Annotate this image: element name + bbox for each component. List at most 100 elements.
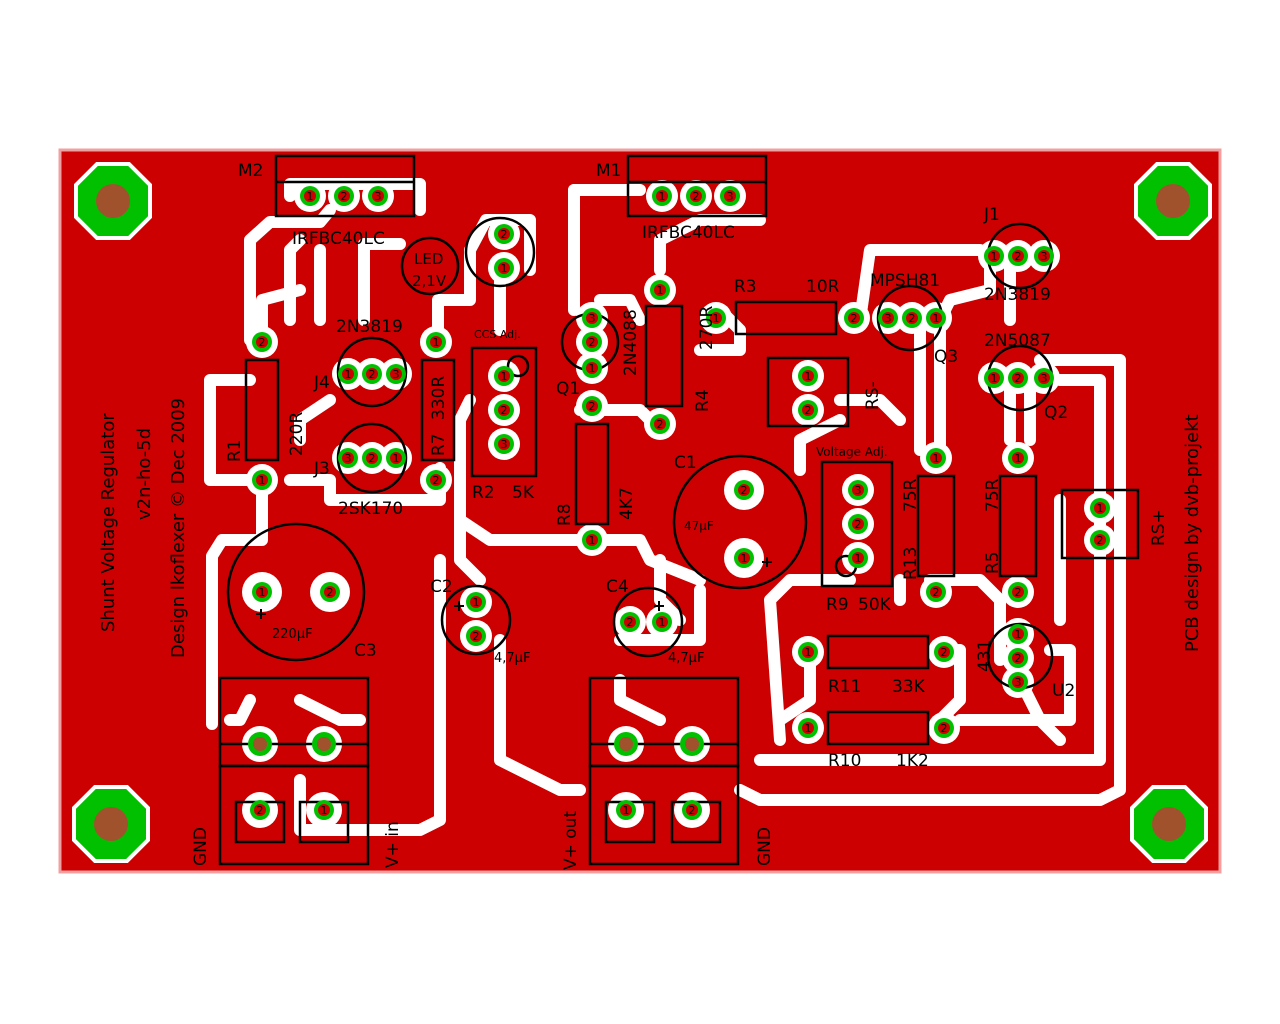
label-r13: R13 bbox=[901, 547, 921, 580]
pad-hole bbox=[802, 404, 814, 416]
label-ccs-adj: CCS Adj. bbox=[474, 328, 521, 341]
terminal-hole bbox=[317, 737, 331, 751]
label-q1: Q1 bbox=[556, 379, 580, 399]
label-j3: J3 bbox=[313, 459, 330, 479]
pad-hole bbox=[1012, 250, 1024, 262]
pad-number: 2 bbox=[689, 804, 696, 817]
pad-hole bbox=[852, 484, 864, 496]
label-j3-part: 2SK170 bbox=[338, 499, 403, 519]
pad-number: 2 bbox=[933, 586, 940, 599]
pad-number: 1 bbox=[1015, 628, 1022, 641]
label-r5: R5 bbox=[983, 551, 1003, 574]
pad-hole bbox=[686, 804, 698, 816]
pad-hole bbox=[656, 190, 668, 202]
pad-number: 2 bbox=[1015, 372, 1022, 385]
pad-number: 2 bbox=[909, 312, 916, 325]
pad-number: 1 bbox=[345, 368, 352, 381]
pad-number: 1 bbox=[991, 250, 998, 263]
label-r10-val: 1K2 bbox=[896, 751, 929, 771]
pad-number: 1 bbox=[805, 370, 812, 383]
label-q3-part: MPSH81 bbox=[870, 271, 940, 291]
label-u2-part: 431 bbox=[975, 640, 995, 672]
pad-number: 1 bbox=[713, 312, 720, 325]
pad-number: 1 bbox=[855, 552, 862, 565]
pad-hole bbox=[586, 336, 598, 348]
pad-number: 3 bbox=[1041, 250, 1048, 263]
pad-hole bbox=[430, 336, 442, 348]
pad-number: 3 bbox=[375, 190, 382, 203]
pad-hole bbox=[620, 804, 632, 816]
pad-hole bbox=[938, 722, 950, 734]
pad-number: 1 bbox=[321, 804, 328, 817]
pad-number: 1 bbox=[659, 190, 666, 203]
pad-number: 1 bbox=[473, 596, 480, 609]
pad-hole bbox=[254, 804, 266, 816]
label-c1-val: 47µF bbox=[684, 519, 714, 533]
pad-hole bbox=[1094, 534, 1106, 546]
pad-number: 1 bbox=[933, 312, 940, 325]
pad-hole bbox=[498, 404, 510, 416]
label-q3: Q3 bbox=[934, 347, 958, 367]
pad-number: 1 bbox=[657, 284, 664, 297]
pad-hole bbox=[690, 190, 702, 202]
pad-number: 1 bbox=[259, 586, 266, 599]
label-m2-part: IRFBC40LC bbox=[292, 229, 385, 249]
label-rs-minus: RS- bbox=[863, 381, 883, 410]
pad-number: 1 bbox=[259, 474, 266, 487]
pad-hole bbox=[430, 474, 442, 486]
label-r8: R8 bbox=[555, 503, 575, 526]
label-led-v: 2,1V bbox=[412, 272, 447, 290]
pad-hole bbox=[324, 586, 336, 598]
label-j1-part: 2N3819 bbox=[984, 285, 1051, 305]
pad-hole bbox=[1094, 502, 1106, 514]
label-r3: R3 bbox=[734, 277, 757, 297]
pad-number: 3 bbox=[501, 438, 508, 451]
pad-number: 2 bbox=[693, 190, 700, 203]
pad-number: 2 bbox=[851, 312, 858, 325]
pad-hole bbox=[390, 368, 402, 380]
polarity-marks bbox=[256, 557, 772, 619]
pad-hole bbox=[342, 368, 354, 380]
pad-hole bbox=[938, 646, 950, 658]
label-r7-val: 330R bbox=[429, 376, 449, 420]
pad-hole bbox=[372, 190, 384, 202]
label-rs-plus: RS+ bbox=[1149, 509, 1169, 546]
label-r3-val: 10R bbox=[806, 277, 840, 297]
pad-hole bbox=[586, 312, 598, 324]
pad-hole bbox=[710, 312, 722, 324]
pad-number: 1 bbox=[991, 372, 998, 385]
pad-hole bbox=[586, 534, 598, 546]
pad-number: 2 bbox=[941, 646, 948, 659]
pad-hole bbox=[724, 190, 736, 202]
label-r5-val: 75R bbox=[983, 478, 1003, 512]
pad-number: 1 bbox=[589, 534, 596, 547]
label-u2: U2 bbox=[1052, 681, 1075, 701]
pad-number: 2 bbox=[501, 404, 508, 417]
pad-number: 1 bbox=[933, 452, 940, 465]
pad-hole bbox=[586, 400, 598, 412]
pad-number: 2 bbox=[741, 484, 748, 497]
pad-hole bbox=[852, 518, 864, 530]
pad-hole bbox=[498, 438, 510, 450]
pad-hole bbox=[1012, 372, 1024, 384]
label-c4: C4 bbox=[606, 577, 629, 597]
pad-number: 1 bbox=[393, 452, 400, 465]
label-r11-val: 33K bbox=[892, 677, 926, 697]
pad-hole bbox=[988, 372, 1000, 384]
pad-hole bbox=[1012, 628, 1024, 640]
label-c1: C1 bbox=[674, 453, 697, 473]
pad-hole bbox=[256, 586, 268, 598]
pad-number: 1 bbox=[1097, 502, 1104, 515]
label-q2-part: 2N5087 bbox=[984, 331, 1051, 351]
pad-hole bbox=[848, 312, 860, 324]
pad-hole bbox=[624, 616, 636, 628]
pad-number: 2 bbox=[433, 474, 440, 487]
label-vout: V+ out bbox=[561, 811, 581, 870]
pad-hole bbox=[390, 452, 402, 464]
pad-hole bbox=[654, 284, 666, 296]
pad-hole bbox=[1012, 452, 1024, 464]
pad-number: 2 bbox=[259, 336, 266, 349]
pad-hole bbox=[1038, 250, 1050, 262]
label-c2: C2 bbox=[430, 577, 453, 597]
